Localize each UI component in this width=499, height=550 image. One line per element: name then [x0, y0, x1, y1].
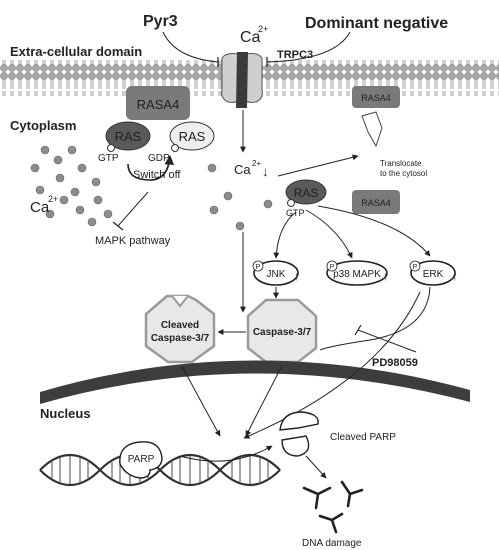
jnk-up-arrow: ↑ [294, 269, 300, 283]
ca-mid-label: Ca [234, 162, 251, 177]
erk-up-arrow: ↑ [452, 269, 458, 283]
jnk-label: JNK [267, 269, 286, 280]
ca-mid-superscript: 2+ [252, 159, 261, 168]
nuclear-envelope [40, 360, 470, 404]
cleaved-parp-fragments [279, 411, 319, 457]
switch-off-label: Switch off [133, 169, 181, 181]
gdp-label: GDP [148, 153, 170, 164]
trpc3-channel [221, 52, 263, 108]
dna-damage-label: DNA damage [302, 538, 362, 549]
ca-left-superscript: 2+ [48, 194, 58, 204]
switch-off-arrow [127, 155, 175, 181]
ca-mid-down-arrow: ↓ [262, 164, 269, 179]
parp-protein [119, 441, 163, 479]
rasa4-right-box [352, 86, 400, 108]
cleaved-caspase-line1: Cleaved [161, 320, 199, 331]
ca-top-superscript: 2+ [258, 24, 268, 34]
jnk-phospho: P [256, 264, 261, 271]
trpc3-label: TRPC3 [277, 49, 313, 61]
nucleus-label: Nucleus [40, 406, 91, 421]
erk-effect-arrow [243, 291, 421, 439]
mapk-inhibition-line [117, 191, 149, 227]
rasa4-membrane-label: RASA4 [137, 97, 180, 112]
cleaved-caspase-hexagon: Cleaved Caspase-3/7 [144, 294, 216, 364]
pyr3-label: Pyr3 [143, 13, 178, 30]
dominant-negative-label: Dominant negative [305, 15, 448, 32]
translocate-arrow [277, 154, 359, 177]
ras-right [285, 179, 327, 205]
to-dna-damage-arrow [305, 455, 327, 479]
calcium-ions-mid [207, 163, 273, 231]
erk-label: ERK [423, 269, 444, 280]
ras-gtp-bound [105, 121, 151, 151]
dna-fragments [302, 480, 364, 534]
ras-right-label: RAS [294, 186, 319, 200]
translocate-line1: Translocate [380, 159, 422, 168]
parp-cleavage-arrow [179, 445, 273, 462]
ras-gdp-bound [169, 121, 215, 151]
extracellular-label: Extra-cellular domain [10, 44, 142, 59]
cytoplasm-label: Cytoplasm [10, 118, 76, 133]
caspase-hexagon: Caspase-3/7 [246, 298, 318, 364]
parp-label: PARP [128, 454, 155, 465]
mapk-pathway-label: MAPK pathway [95, 235, 171, 247]
calcium-ions-left [30, 145, 113, 227]
ras-to-p38-arrow [305, 209, 353, 259]
caspase-to-nucleus-arrow [245, 365, 283, 437]
ras-to-jnk-arrow [273, 211, 297, 259]
p38-phospho: P [330, 264, 335, 271]
caspase-label: Caspase-3/7 [253, 327, 312, 338]
p38-label: p38 MAPK [333, 269, 381, 280]
p38-up-arrow: ↑ [383, 269, 389, 283]
gtp-left-label: GTP [98, 153, 119, 164]
gtp-dot-right [287, 199, 295, 207]
ras-gtp-label: RAS [115, 129, 142, 144]
erk-node: ERK P ↑ [409, 260, 458, 286]
pd98059-inhibition-line [357, 329, 417, 353]
erk-to-nucleus-arrow [319, 286, 431, 351]
rasa4-right-label: RASA4 [361, 93, 391, 103]
rasa4-cytosol-label: RASA4 [361, 198, 391, 208]
ca-top-label: Ca [240, 29, 261, 46]
pd98059-label: PD98059 [372, 357, 418, 369]
p38-node: p38 MAPK P ↑ [326, 260, 389, 286]
translocate-line2: to the cytosol [380, 169, 427, 178]
gtp-dot-left [107, 144, 115, 152]
cleaved-caspase-line2: Caspase-3/7 [151, 333, 210, 344]
pyr3-inhibition [162, 31, 219, 63]
ras-gdp-label: RAS [179, 129, 206, 144]
rasa4-cytosol-box [352, 190, 400, 214]
jnk-node: JNK P ↑ [252, 260, 300, 286]
erk-phospho: P [413, 264, 418, 271]
ca-left-label: Ca [30, 199, 50, 216]
dominant-negative-inhibition [266, 31, 351, 63]
ras-to-erk-arrow [317, 205, 431, 257]
cleaved-caspase-to-parp-arrow [181, 365, 221, 437]
rasa4-detach-shape [361, 111, 383, 148]
cleaved-parp-label: Cleaved PARP [330, 432, 396, 443]
rasa4-membrane-box [126, 86, 190, 120]
gdp-dot [171, 144, 179, 152]
